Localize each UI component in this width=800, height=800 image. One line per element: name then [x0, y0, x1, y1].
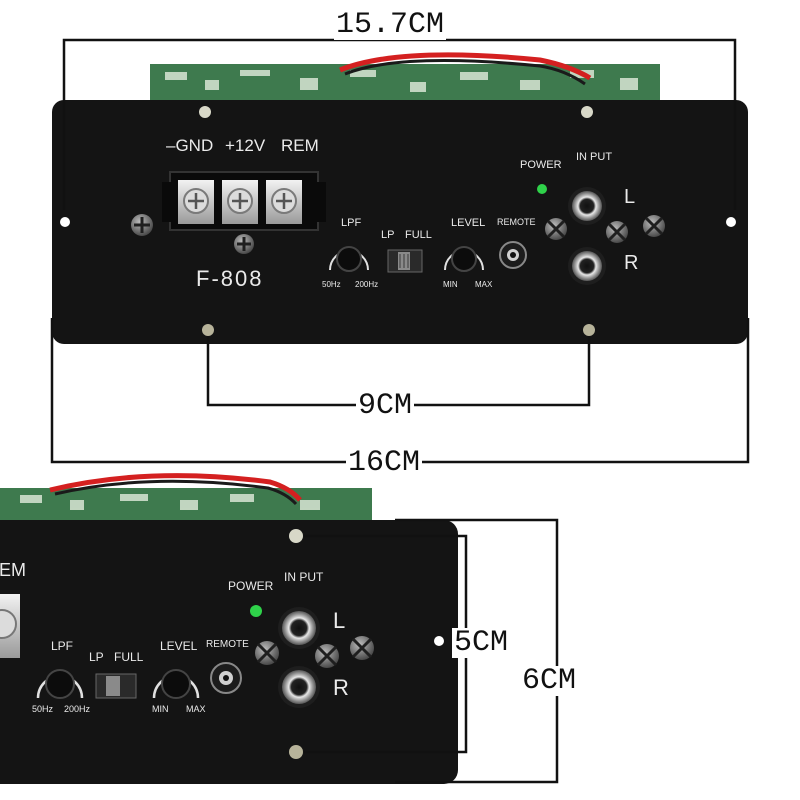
screw-icon [131, 214, 153, 236]
label-lpf: LPF [341, 217, 362, 229]
label-r: R [333, 675, 349, 700]
level-knob[interactable] [152, 669, 200, 699]
dimension-label-15-7cm: 15.7CM [334, 8, 447, 42]
label-lpf-max: 200Hz [64, 704, 91, 714]
dimension-label-9cm: 9CM [356, 389, 415, 423]
lp-full-switch[interactable] [387, 249, 423, 273]
rca-jack-right[interactable] [278, 666, 320, 708]
label-lp: LP [381, 229, 395, 241]
mount-hole-top-2 [581, 106, 593, 118]
label-remote: REMOTE [497, 217, 536, 227]
screw-icon [545, 218, 567, 240]
label-lpf-max: 200Hz [355, 280, 379, 289]
label-lpf: LPF [51, 639, 74, 653]
screw-icon [643, 215, 665, 237]
terminal-screw-icon[interactable] [222, 180, 258, 224]
remote-jack[interactable] [499, 241, 527, 269]
lpf-knob[interactable] [329, 246, 369, 272]
wire-red-top [339, 52, 592, 81]
wire-black-top [344, 59, 586, 86]
label-level-min: MIN [152, 704, 169, 714]
screw-icon [234, 234, 254, 254]
rca-jack-left[interactable] [568, 187, 606, 225]
label-lpf-min: 50Hz [322, 280, 341, 289]
label-l: L [624, 186, 636, 208]
dimension-label-16cm: 16CM [346, 446, 423, 480]
terminal-screw-icon[interactable] [266, 180, 302, 224]
front-panel-top [52, 100, 748, 344]
level-knob[interactable] [444, 246, 484, 272]
screw-icon [315, 644, 339, 668]
mount-hole-bottom-2 [583, 324, 595, 336]
label-r: R [624, 252, 639, 274]
mount-hole-bottom-side [434, 636, 444, 646]
label-full: FULL [114, 650, 144, 664]
mount-hole-bottom-1 [202, 324, 214, 336]
mount-hole-bottom-top [289, 529, 303, 543]
wire-red-bottom [49, 473, 302, 502]
dimension-label-5cm: 5CM [452, 626, 511, 660]
label-remote: REMOTE [206, 639, 249, 650]
label-gnd: –GND [166, 136, 214, 155]
front-panel-bottom [0, 520, 458, 784]
lpf-knob[interactable] [36, 669, 84, 699]
label-level: LEVEL [451, 217, 486, 229]
mount-hole-bottom-bottom [289, 745, 303, 759]
model-name: F-808 [196, 266, 264, 291]
label-12v: +12V [225, 136, 266, 155]
label-lp: LP [89, 650, 104, 664]
mount-hole-right [726, 217, 736, 227]
terminal-screw-icon[interactable] [178, 180, 214, 224]
pcb-components-top [165, 70, 638, 92]
label-l: L [333, 608, 346, 633]
screw-icon [350, 636, 374, 660]
label-power: POWER [228, 579, 274, 593]
label-level-max: MAX [186, 704, 206, 714]
label-level-max: MAX [475, 280, 493, 289]
dimension-line-6cm [395, 518, 559, 784]
rca-jack-right[interactable] [568, 247, 606, 285]
label-lpf-min: 50Hz [32, 704, 54, 714]
power-led [250, 605, 262, 617]
power-led [537, 184, 547, 194]
lp-full-switch[interactable] [95, 673, 137, 699]
mount-hole-top-1 [199, 106, 211, 118]
mount-hole-left [60, 217, 70, 227]
label-input: IN PUT [284, 570, 324, 584]
screw-icon [255, 641, 279, 665]
label-full: FULL [405, 229, 432, 241]
label-level: LEVEL [160, 639, 198, 653]
label-rem: REM [281, 136, 319, 155]
label-rem: REM [0, 560, 26, 580]
label-level-min: MIN [443, 280, 458, 289]
dimension-line-15-7cm [62, 38, 737, 210]
dimension-label-6cm: 6CM [520, 664, 579, 698]
label-input: IN PUT [576, 151, 613, 163]
label-power: POWER [520, 159, 562, 171]
remote-jack[interactable] [210, 662, 242, 694]
rca-jack-left[interactable] [278, 607, 320, 649]
wire-black-bottom [54, 479, 298, 506]
screw-icon [606, 221, 628, 243]
